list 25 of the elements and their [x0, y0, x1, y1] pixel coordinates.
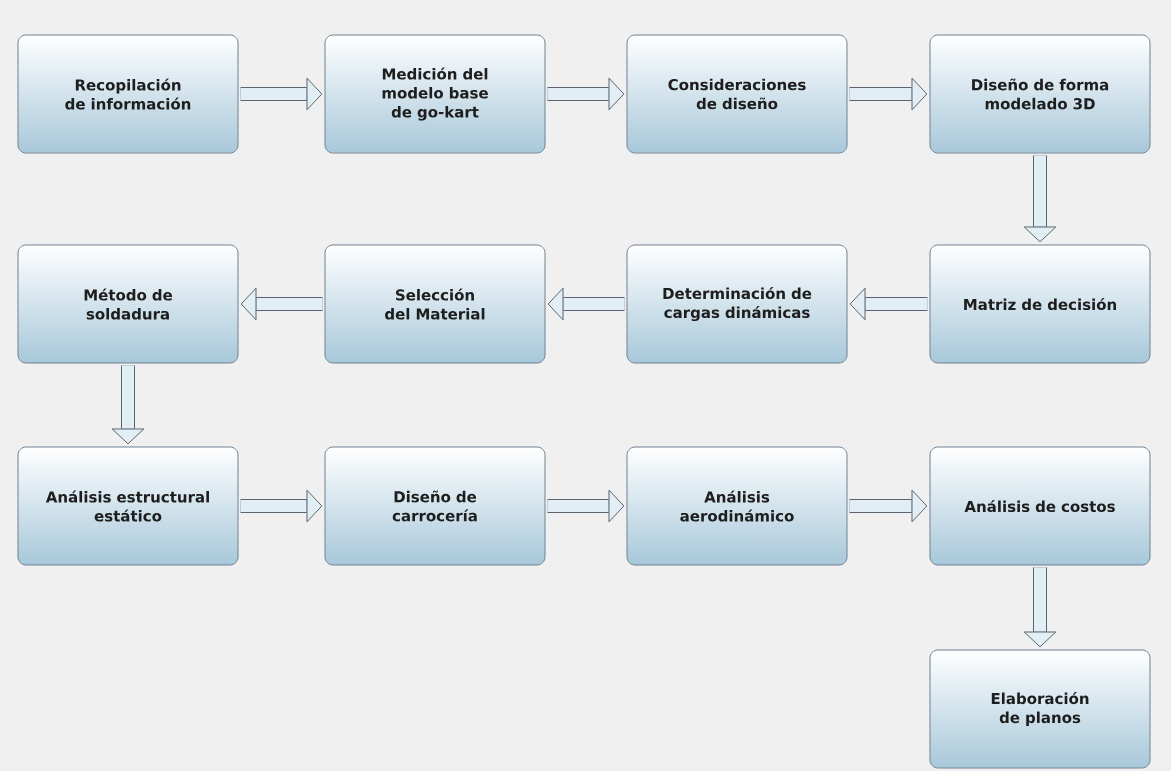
process-box: Selección del Material [324, 244, 546, 364]
block-arrow [849, 77, 928, 111]
process-box: Matriz de decisión [929, 244, 1151, 364]
process-box: Análisis de costos [929, 446, 1151, 566]
block-arrow [849, 489, 928, 523]
process-box: Medición del modelo base de go-kart [324, 34, 546, 154]
process-box: Método de soldadura [17, 244, 239, 364]
block-arrow [547, 77, 625, 111]
process-box: Elaboración de planos [929, 649, 1151, 769]
process-box: Diseño de carrocería [324, 446, 546, 566]
process-box: Análisis aerodinámico [626, 446, 848, 566]
process-box: Diseño de forma modelado 3D [929, 34, 1151, 154]
block-arrow [1023, 567, 1057, 648]
block-arrow [849, 287, 928, 321]
process-box: Análisis estructural estático [17, 446, 239, 566]
block-arrow [240, 287, 323, 321]
block-arrow [240, 77, 323, 111]
process-box: Determinación de cargas dinámicas [626, 244, 848, 364]
block-arrow [240, 489, 323, 523]
block-arrow [547, 287, 625, 321]
block-arrow [1023, 155, 1057, 243]
process-box: Recopilación de información [17, 34, 239, 154]
block-arrow [111, 365, 145, 445]
process-box: Consideraciones de diseño [626, 34, 848, 154]
block-arrow [547, 489, 625, 523]
